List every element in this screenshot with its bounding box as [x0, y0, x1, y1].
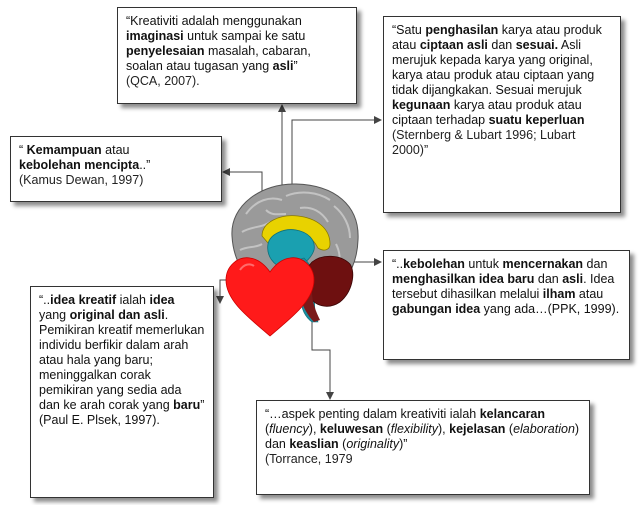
box5-text-3: . Pemikiran kreatif memerlukan individu …: [39, 308, 204, 412]
definition-box-ppk: “..kebolehan untuk mencernakan dan mengh…: [383, 250, 630, 360]
box5-text-open: “..: [39, 293, 50, 307]
box4-text-open: “..: [392, 257, 403, 271]
box3-source: (Kamus Dewan, 1997): [19, 173, 143, 187]
definition-box-sternberg: “Satu penghasilan karya atau produk atau…: [383, 16, 621, 213]
box2-text-open: “Satu: [392, 23, 425, 37]
box5-bold-baru: baru: [173, 398, 200, 412]
box2-bold-sesuai: sesuai.: [516, 38, 558, 52]
box4-bold-asli: asli: [562, 272, 583, 286]
box6-paren-8: )”: [399, 437, 407, 451]
box6-bold-keaslian: keaslian: [289, 437, 338, 451]
box1-source: (QCA, 2007).: [126, 74, 200, 88]
box4-bold-ilham: ilham: [543, 287, 576, 301]
box4-text-3: dan: [534, 272, 562, 286]
box2-source: (Sternberg & Lubart 1996; Lubart 2000)”: [392, 128, 575, 157]
box2-bold-kegunaan: kegunaan: [392, 98, 450, 112]
box6-bold-keluwesan: keluwesan: [320, 422, 383, 436]
box4-text-2: dan: [583, 257, 607, 271]
box4-text-6: yang ada…(PPK, 1999).: [480, 302, 619, 316]
box3-text-open: “: [19, 143, 27, 157]
box2-bold-penghasilan: penghasilan: [425, 23, 498, 37]
box1-text-open: “Kreativiti adalah menggunakan: [126, 14, 302, 28]
definition-box-qca: “Kreativiti adalah menggunakan imaginasi…: [117, 7, 357, 104]
box4-text-5: atau: [575, 287, 603, 301]
box6-italic-originality: originality: [346, 437, 399, 451]
box3-text-1: atau: [102, 143, 130, 157]
box2-text-2: dan: [488, 38, 516, 52]
box6-paren-2: ),: [309, 422, 320, 436]
box2-bold-suatu-keperluan: suatu keperluan: [489, 113, 585, 127]
box5-text-2: yang: [39, 308, 70, 322]
box5-bold-idea: idea: [149, 293, 174, 307]
box4-bold-mencernakan: mencernakan: [502, 257, 583, 271]
box6-italic-fluency: fluency: [269, 422, 309, 436]
box4-bold-kebolehan: kebolehan: [403, 257, 465, 271]
box5-bold-idea-kreatif: idea kreatif: [50, 293, 116, 307]
box1-text-close: ”: [294, 59, 298, 73]
box1-bold-penyelesaian: penyelesaian: [126, 44, 205, 58]
box3-bold-kemampuan: Kemampuan: [27, 143, 102, 157]
box6-source: (Torrance, 1979: [265, 452, 353, 466]
box6-italic-elaboration: elaboration: [513, 422, 575, 436]
definition-box-torrance: “…aspek penting dalam kreativiti ialah k…: [256, 400, 590, 495]
box4-bold-gabungan-idea: gabungan idea: [392, 302, 480, 316]
box1-text-1: untuk sampai ke satu: [184, 29, 306, 43]
box1-bold-imaginasi: imaginasi: [126, 29, 184, 43]
box4-text-1: untuk: [465, 257, 503, 271]
box6-text-open: “…aspek penting dalam kreativiti ialah: [265, 407, 480, 421]
box1-bold-asli: asli: [273, 59, 294, 73]
box2-bold-ciptaan-asli: ciptaan asli: [420, 38, 488, 52]
box6-italic-flexibility: flexibility: [391, 422, 438, 436]
box6-paren-5: (: [505, 422, 513, 436]
definition-box-kamus-dewan: “ Kemampuan atau kebolehan mencipta..” (…: [10, 136, 222, 202]
box6-bold-kelancaran: kelancaran: [480, 407, 545, 421]
box6-bold-kejelasan: kejelasan: [449, 422, 505, 436]
definition-box-plsek: “..idea kreatif ialah idea yang original…: [30, 286, 214, 498]
box3-text-2: ..”: [139, 158, 150, 172]
box4-bold-menghasilkan-idea-baru: menghasilkan idea baru: [392, 272, 534, 286]
box3-bold-kebolehan-mencipta: kebolehan mencipta: [19, 158, 139, 172]
box5-text-1: ialah: [116, 293, 149, 307]
box6-paren-4: ),: [438, 422, 449, 436]
box5-bold-original-dan-asli: original dan asli: [70, 308, 165, 322]
box6-paren-3: (: [383, 422, 391, 436]
